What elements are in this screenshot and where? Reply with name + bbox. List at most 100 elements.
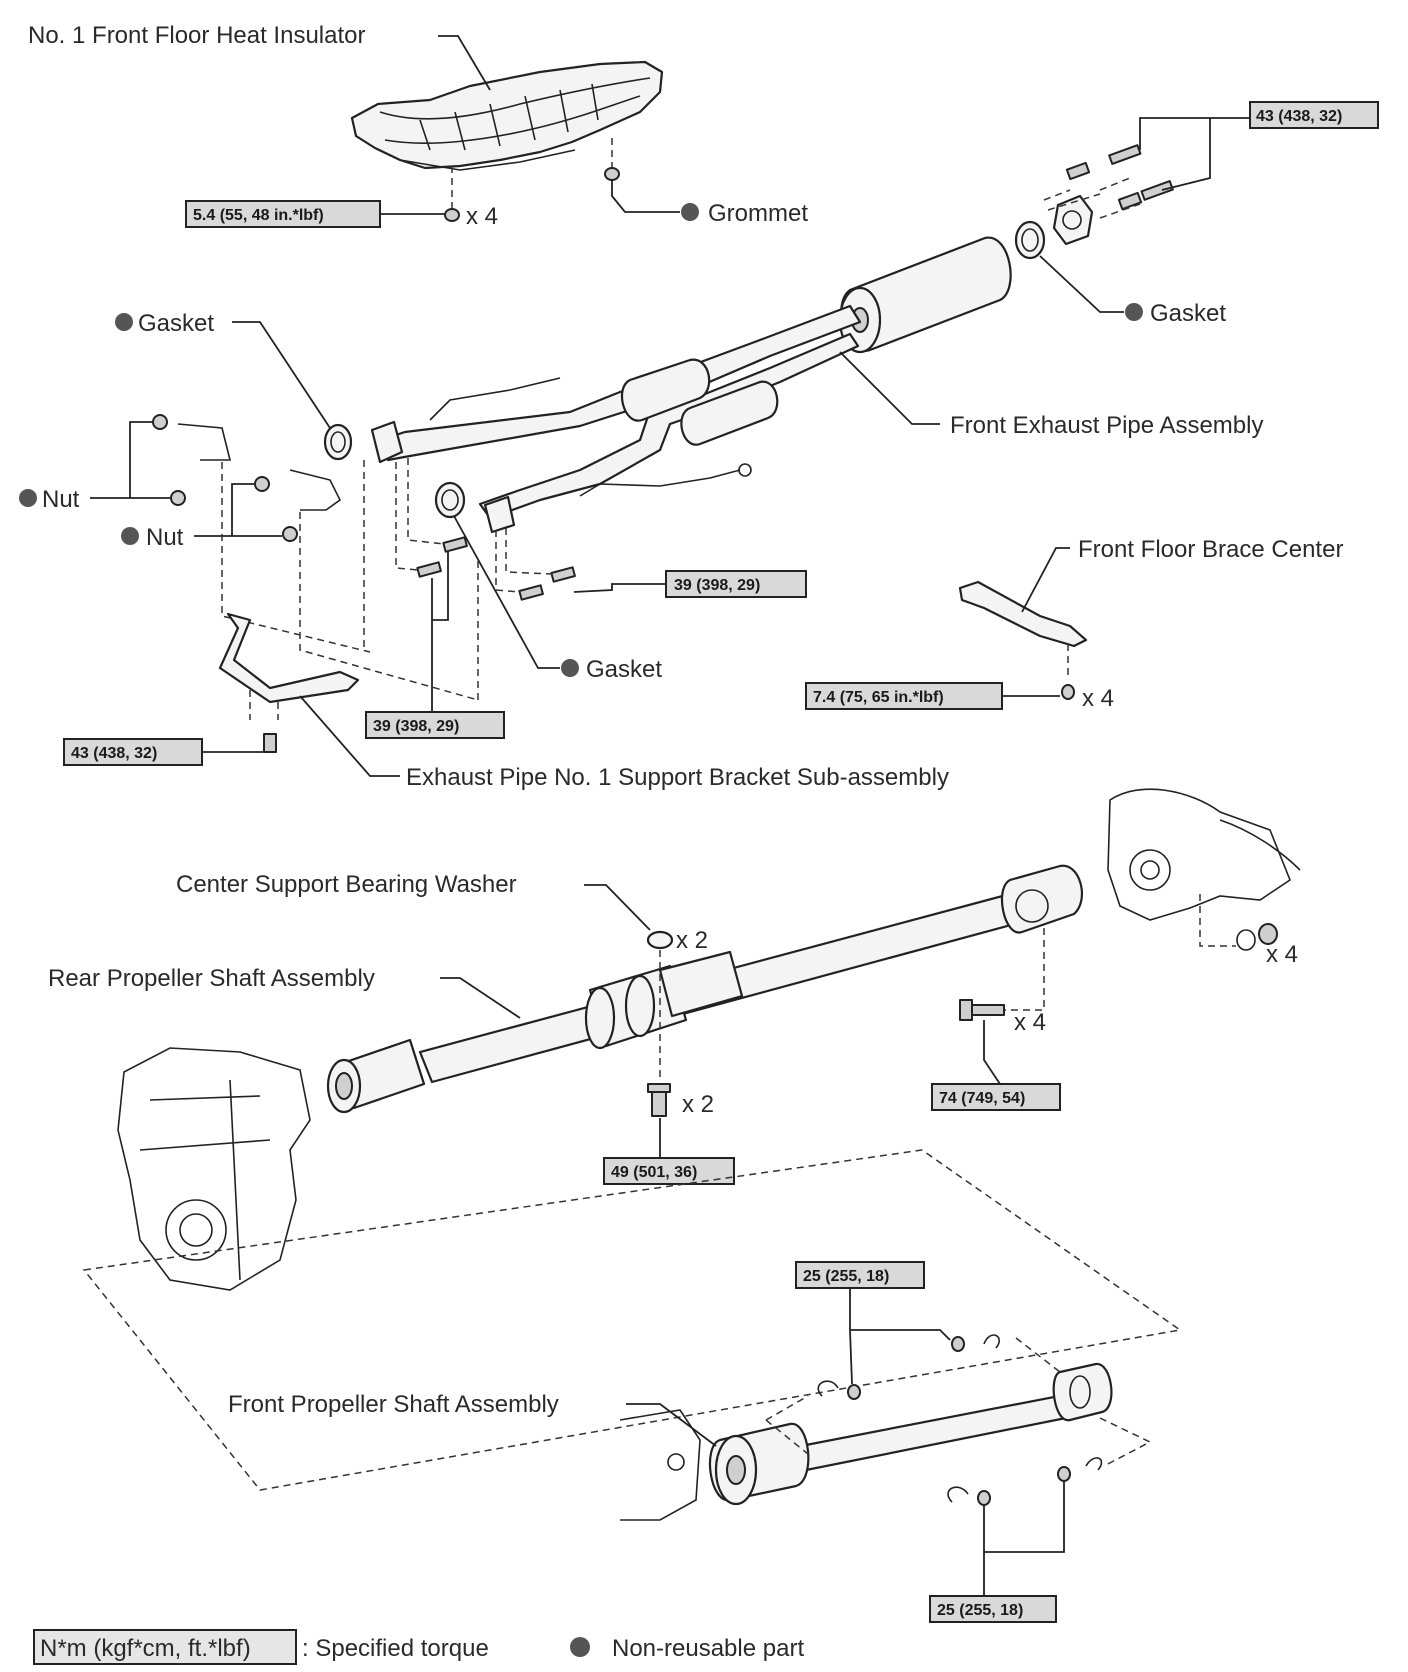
front-exhaust-pipe-drawing [370,236,1012,534]
rear-gasket-label: Gasket [1150,300,1226,327]
bearing-washer-label: Center Support Bearing Washer [176,871,517,898]
mid-gasket-part [434,481,466,519]
tail-flange-drawing [1052,144,1174,246]
heat-insulator-drawing [350,60,664,171]
insulator-torque-box [185,200,381,228]
brace-torque-box [805,682,1003,710]
support-bracket-label: Exhaust Pipe No. 1 Support Bracket Sub-a… [406,764,949,791]
legend-torque-unit: N*m (kgf*cm, ft.*lbf) [40,1635,251,1662]
bracket-guides [221,460,479,720]
legend-torque-desc: : Specified torque [302,1635,489,1662]
rear-propeller-shaft-label: Rear Propeller Shaft Assembly [48,965,375,992]
nut-parts [152,414,342,542]
front-exhaust-pipe-leader [839,351,940,425]
support-bracket-leader [299,695,400,777]
rear-flange-leader [983,1020,1001,1085]
floor-brace-label: Front Floor Brace Center [1078,536,1343,563]
legend-nonreusable-desc: Non-reusable part [612,1635,804,1662]
front-shaft-upper-bolts [817,1334,1000,1400]
support-bracket-drawing [218,612,360,704]
rear-gasket-part [1014,220,1046,260]
rear-flange-torque-box [931,1083,1061,1111]
legend-nonreusable-icon [570,1637,590,1657]
tail-flange-guide [1043,177,1141,219]
grommet-nonreusable-icon [681,203,699,221]
tail-flange-torque-leader [1139,117,1250,191]
floor-brace-bolt [1061,684,1075,700]
diff-nut-qty: x 4 [1266,941,1298,968]
upper-nut-leader [90,421,170,499]
manifold-left-torque: 39 (398, 29) [373,718,459,735]
transfer-case-drawing [117,1047,311,1291]
rear-propeller-shaft-leader [440,977,521,1019]
front-shaft-rear-leader [849,1288,951,1385]
center-bearing-torque-box [603,1157,735,1185]
lower-nut-label: Nut [146,524,184,551]
front-shaft-lower-bolts [947,1457,1103,1506]
upper-nut-nonreusable-icon [19,489,37,507]
bearing-washer-leader [584,884,651,931]
brace-torque: 7.4 (75, 65 in.*lbf) [813,689,944,706]
front-shaft-lower-guides [1099,1417,1152,1467]
front-shaft-rear-torque: 25 (255, 18) [803,1268,889,1285]
front-shaft-front-leader [983,1482,1065,1596]
front-shaft-upper-guides [765,1337,1061,1455]
flange-bolt-qty: x 4 [1014,1009,1046,1036]
left-gasket-part [323,423,353,461]
insulator-bolt [444,208,460,222]
legend-torque-box [33,1629,297,1665]
front-exhaust-pipe-label: Front Exhaust Pipe Assembly [950,412,1263,439]
lower-nut-nonreusable-icon [121,527,139,545]
front-propeller-shaft-drawing [619,1362,1113,1521]
lower-nut-leader [194,483,282,537]
left-gasket-nonreusable-icon [115,313,133,331]
left-gasket-leader [232,321,331,429]
differential-nuts [1236,923,1278,951]
rear-propeller-shaft-drawing [326,864,1084,1114]
rear-flange-bolt [959,999,1005,1021]
front-shaft-guide-plane [82,1149,1182,1491]
mid-gasket-nonreusable-icon [561,659,579,677]
bracket-torque: 43 (438, 32) [71,745,157,762]
grommet-part [604,167,620,181]
manifold-left-torque-box [365,711,505,739]
front-shaft-front-torque-box [929,1595,1057,1623]
mid-gasket-label: Gasket [586,656,662,683]
manifold-right-leader [573,583,666,593]
bearing-washer-part [646,930,674,950]
center-bearing-bolt [647,1083,671,1117]
upper-nut-label: Nut [42,486,80,513]
insulator-bolt-qty: x 4 [466,203,498,230]
front-propeller-shaft-leader [626,1403,717,1447]
brace-bolt-qty: x 4 [1082,685,1114,712]
tail-flange-torque-box [1249,101,1379,129]
manifold-right-torque: 39 (398, 29) [674,577,760,594]
floor-brace-leader [1021,547,1070,613]
grommet-leader [611,180,680,213]
manifold-bolts [416,536,576,601]
tail-flange-torque: 43 (438, 32) [1256,108,1342,125]
rear-flange-torque: 74 (749, 54) [939,1090,1025,1107]
grommet-label: Grommet [708,200,808,227]
left-gasket-label: Gasket [138,310,214,337]
center-bolt-qty: x 2 [682,1091,714,1118]
front-shaft-rear-torque-box [795,1261,925,1289]
center-bearing-torque: 49 (501, 36) [611,1164,697,1181]
front-propeller-shaft-label: Front Propeller Shaft Assembly [228,1391,559,1418]
mid-gasket-leader [453,515,560,669]
rear-flange-guide [1000,928,1045,1011]
front-shaft-front-torque: 25 (255, 18) [937,1602,1023,1619]
bracket-bolt [263,733,277,753]
insulator-torque: 5.4 (55, 48 in.*lbf) [193,207,324,224]
rear-gasket-leader [1039,255,1124,313]
differential-guide [1199,894,1236,947]
rear-gasket-nonreusable-icon [1125,303,1143,321]
manifold-left-leader [431,552,449,712]
washer-qty: x 2 [676,927,708,954]
heat-insulator-label: No. 1 Front Floor Heat Insulator [28,22,365,49]
heat-insulator-leader [438,35,491,91]
floor-brace-drawing [958,580,1088,648]
differential-drawing [1107,788,1301,921]
manifold-right-torque-box [665,570,807,598]
